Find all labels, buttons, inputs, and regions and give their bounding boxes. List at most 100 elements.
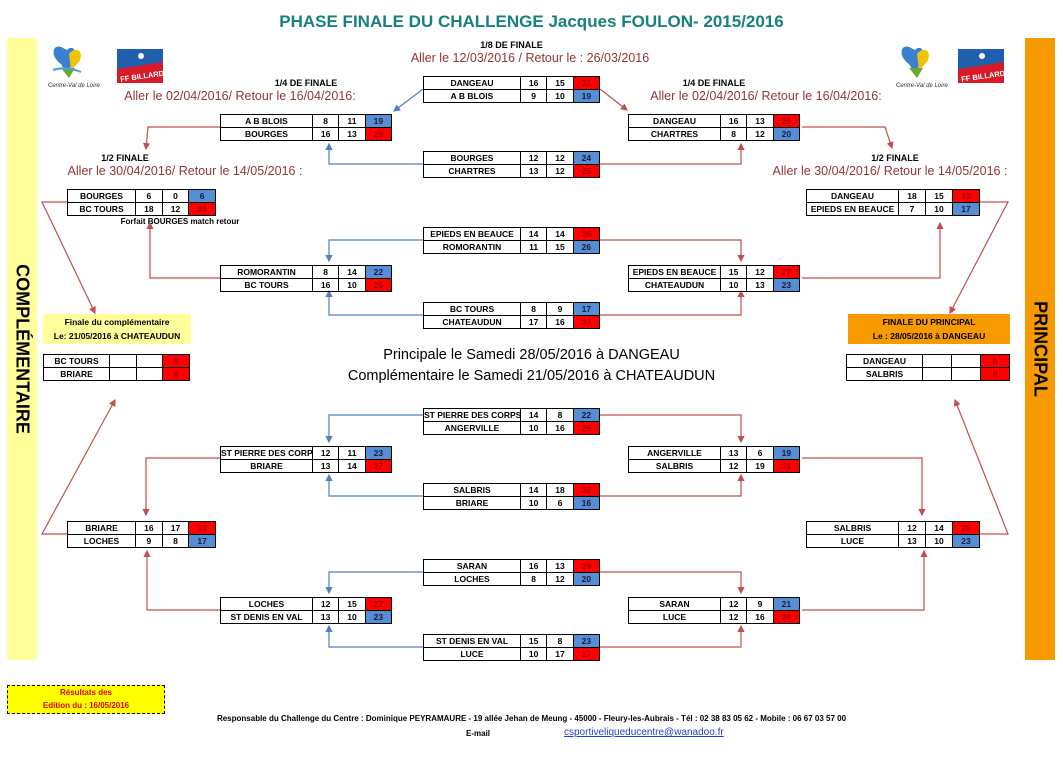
ffbillard-logo-icon: FF BILLARD: [117, 49, 163, 83]
score-retour: 16: [746, 610, 774, 624]
score-retour: 16: [546, 421, 574, 435]
score-retour: 6: [546, 496, 574, 510]
score-retour: 15: [925, 189, 953, 203]
final-complementaire-announce: Complémentaire le Samedi 21/05/2016 à CH…: [347, 368, 716, 384]
score-retour: 10: [546, 89, 574, 103]
team-name: ANGERVILLE: [423, 421, 521, 435]
final-complementaire-header: Finale du complémentaire Le: 21/05/2016 …: [43, 314, 191, 344]
email-link[interactable]: csportiveliqueducentre@wanadoo.fr: [564, 727, 724, 738]
complementaire-sidebar: COMPLÉMENTAIRE: [7, 38, 37, 660]
r8-label: 1/8 DE FINALE: [480, 40, 543, 50]
r2-right-dates: Aller le 30/04/2016/ Retour le 14/05/201…: [772, 164, 1008, 178]
team-name: BOURGES: [220, 127, 313, 141]
team-name: BOURGES: [67, 189, 136, 203]
score-retour: 12: [546, 572, 574, 586]
score-aller: 12: [311, 446, 340, 460]
score-retour: 11: [338, 114, 366, 128]
team-name: BRIARE: [43, 367, 110, 381]
team-name: BRIARE: [220, 459, 313, 473]
r4-right-label: 1/4 DE FINALE: [682, 78, 746, 88]
score-total: 19: [772, 446, 801, 460]
team-name: CHATEAUDUN: [423, 315, 521, 329]
score-aller: 12: [311, 597, 340, 611]
score-total: 29: [772, 114, 801, 128]
r2-left-dates: Aller le 30/04/2016/ Retour le 14/05/201…: [67, 164, 303, 178]
score-total: 19: [364, 114, 393, 128]
score-aller: 8: [519, 302, 548, 316]
team-name: CHATEAUDUN: [628, 278, 721, 292]
score-aller: 16: [519, 559, 548, 573]
forfeit-note: Forfait BOURGES match retour: [120, 217, 240, 226]
score-total: 27: [772, 265, 801, 279]
score-retour: 11: [338, 446, 366, 460]
score-total: 17: [952, 202, 980, 216]
team-name: A B BLOIS: [220, 114, 313, 128]
score-aller: 8: [519, 572, 548, 586]
score-aller: 16: [135, 521, 163, 535]
team-name: SALBRIS: [806, 521, 899, 535]
score-retour: 12: [546, 151, 574, 165]
score-total: 33: [188, 521, 216, 535]
score-retour: 15: [546, 240, 574, 254]
score-retour: 8: [546, 634, 574, 648]
score-aller: 8: [311, 265, 340, 279]
score-aller: 17: [519, 315, 548, 329]
final-complementaire-date: Le: 21/05/2016 à CHATEAUDUN: [53, 331, 181, 341]
region-logo-icon: Centre-Val de Loire: [48, 46, 100, 89]
score-total: 28: [772, 610, 801, 624]
score-retour: 12: [746, 127, 774, 141]
score-aller: 13: [311, 610, 340, 624]
score-aller: 13: [898, 534, 926, 548]
team-name: EPIEDS EN BEAUCE: [806, 202, 899, 216]
score-aller: 12: [719, 459, 748, 473]
team-name: DANGEAU: [628, 114, 721, 128]
score-retour: 12: [746, 265, 774, 279]
score-retour: 0: [161, 189, 190, 203]
score-total: 23: [772, 278, 801, 292]
score-total: 6: [188, 189, 216, 203]
score-total: 19: [572, 89, 601, 103]
r4-right-dates: Aller le 02/04/2016/ Retour le 16/04/201…: [650, 89, 882, 103]
score-aller: 12: [519, 151, 548, 165]
team-name: EPIEDS EN BEAUCE: [628, 265, 721, 279]
score-total: 0: [980, 367, 1010, 381]
score-total: 29: [364, 127, 393, 141]
score-aller: 8: [311, 114, 340, 128]
score-aller: 16: [719, 114, 748, 128]
score-total: 16: [572, 496, 601, 510]
team-name: ROMORANTIN: [220, 265, 313, 279]
score-retour: 13: [546, 559, 574, 573]
final-principal-title: FINALE DU PRINCIPAL: [882, 317, 976, 327]
team-name: BC TOURS: [67, 202, 136, 216]
page-title: PHASE FINALE DU CHALLENGE Jacques FOULON…: [279, 12, 784, 31]
team-name: BC TOURS: [220, 278, 313, 292]
team-name: ST PIERRE DES CORPS: [220, 446, 313, 460]
score-total: 32: [572, 483, 601, 497]
